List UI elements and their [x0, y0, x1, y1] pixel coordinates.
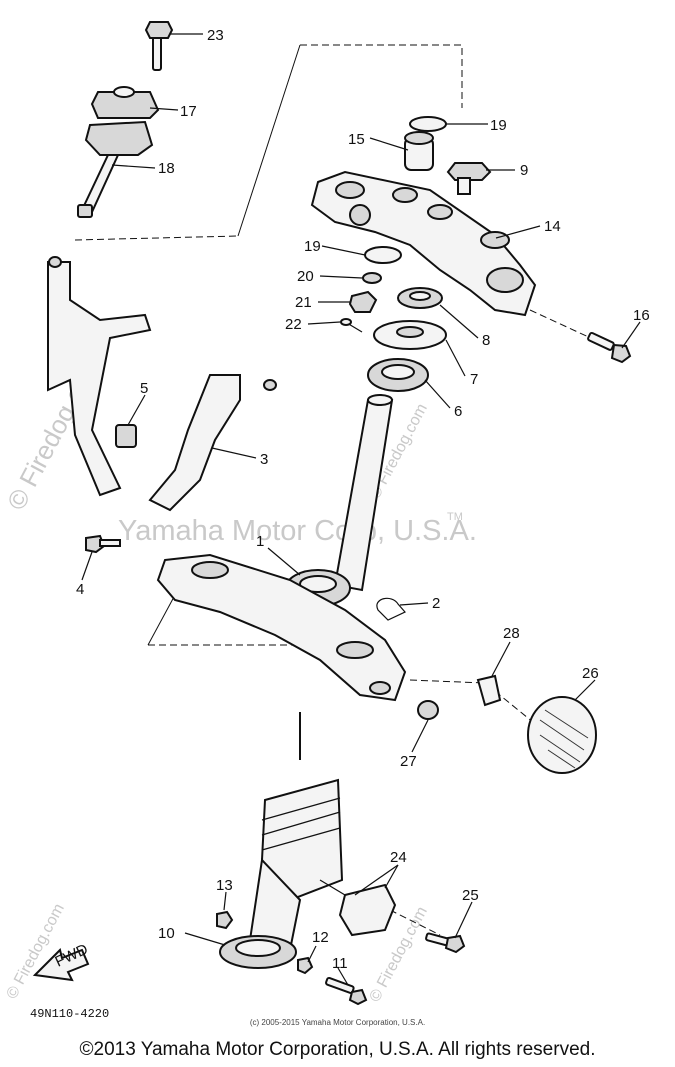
clamp-10	[219, 935, 297, 969]
handlebar-frame-edge	[237, 44, 301, 237]
callout-12: 12	[312, 929, 329, 946]
watermark-brand: Yamaha Motor Corp, U.S.A.	[118, 515, 477, 547]
bearing-6	[367, 358, 429, 392]
callout-16: 16	[633, 307, 650, 324]
handlebar-frame-bottom	[74, 235, 239, 241]
callout-4: 4	[76, 581, 84, 598]
callout-5: 5	[140, 380, 148, 397]
leader-lines	[81, 33, 641, 986]
callout-1: 1	[256, 533, 264, 550]
callout-15: 15	[348, 131, 365, 148]
fork-boot	[248, 712, 344, 952]
bolt-11	[325, 976, 368, 1006]
bolt-23	[144, 21, 174, 71]
bolt-25	[425, 932, 466, 954]
reflector-holder-24	[319, 879, 397, 937]
lower-bracket	[156, 553, 407, 702]
callout-8: 8	[482, 332, 490, 349]
bolt-16-guide	[529, 309, 596, 341]
bracket-frame-edge	[147, 594, 176, 646]
callout-9: 9	[520, 162, 528, 179]
callout-18: 18	[158, 160, 175, 177]
nut-13	[216, 910, 234, 930]
watermark-tm: TM	[447, 511, 463, 523]
steering-stem	[333, 394, 394, 592]
damper-5	[115, 424, 137, 448]
collar-27	[417, 700, 439, 720]
clamp-2	[376, 597, 406, 621]
collar-15	[404, 131, 434, 171]
small-copyright: (c) 2005-2015 Yamaha Motor Corporation, …	[249, 1018, 426, 1027]
callout-7: 7	[470, 371, 478, 388]
callout-14: 14	[544, 218, 561, 235]
handlebar-group-outline	[300, 44, 463, 108]
headlight-bracket-3	[47, 256, 277, 512]
ring-nut-8	[397, 287, 443, 309]
callout-27: 27	[400, 753, 417, 770]
bolt-25-guide	[389, 909, 441, 936]
callout-26: 26	[582, 665, 599, 682]
callout-11: 11	[332, 955, 348, 972]
callout-2: 2	[432, 595, 440, 612]
callout-19b: 19	[304, 238, 321, 255]
bolt-9	[446, 162, 492, 195]
callout-13: 13	[216, 877, 233, 894]
handlebar-18	[77, 120, 154, 218]
bolt-4	[85, 534, 121, 554]
callout-10: 10	[158, 925, 175, 942]
callout-19a: 19	[490, 117, 507, 134]
bracket-28	[476, 674, 502, 707]
callout-labels: 1 2 3 4 5 6 7 8 9 10 11 12 13 14 15 16 1…	[76, 27, 650, 972]
nut-21	[348, 290, 378, 313]
callout-20: 20	[297, 268, 314, 285]
callout-24: 24	[390, 849, 407, 866]
cotter-pin-22	[340, 318, 363, 333]
handlebar-holder-17	[90, 86, 160, 119]
callout-23: 23	[207, 27, 224, 44]
callout-25: 25	[462, 887, 479, 904]
bearing-cover-7	[373, 320, 447, 350]
parts-diagram: Yamaha Motor Corp, U.S.A. TM © Firedog.c…	[1, 21, 650, 1006]
callout-21: 21	[295, 294, 312, 311]
callout-6: 6	[454, 403, 462, 420]
washer-19-top	[409, 116, 447, 132]
callout-3: 3	[260, 451, 268, 468]
diagram-code: 49N110-4220	[30, 1007, 110, 1021]
washer-19-lower	[364, 246, 402, 264]
callout-28: 28	[503, 625, 520, 642]
copyright-notice: ©2013 Yamaha Motor Corporation, U.S.A. A…	[79, 1039, 596, 1060]
reflector-26	[527, 696, 597, 774]
callout-17: 17	[180, 103, 197, 120]
washer-20	[362, 272, 382, 284]
bolt-16	[587, 331, 632, 364]
callout-22: 22	[285, 316, 302, 333]
washer-12	[297, 956, 314, 975]
